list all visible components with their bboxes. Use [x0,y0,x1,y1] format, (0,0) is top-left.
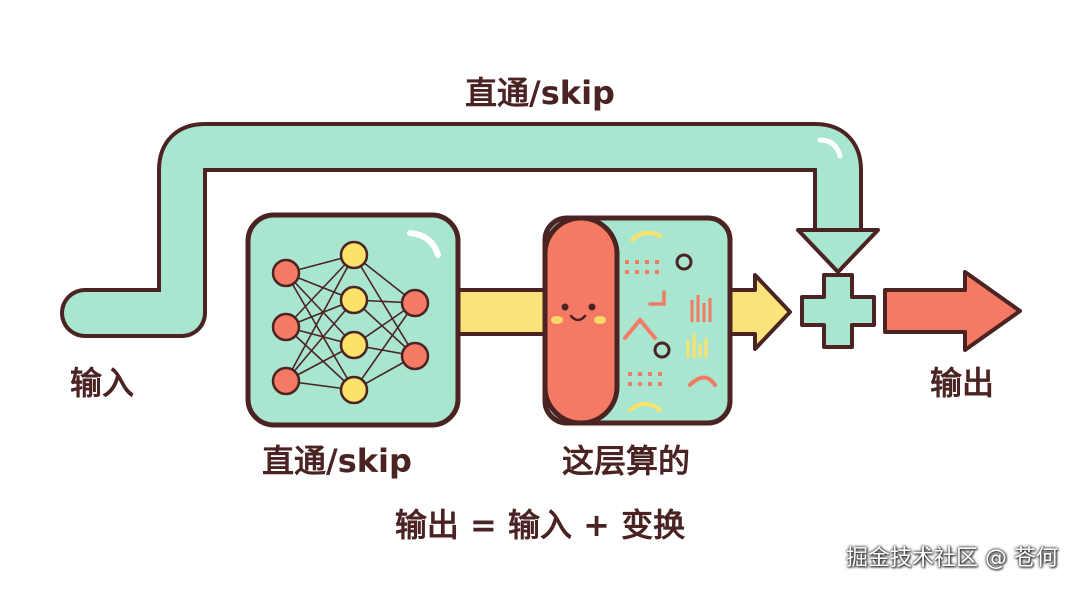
texture-dot [625,270,629,274]
texture-arc [688,375,717,387]
texture-dot [638,372,642,376]
output-arrow [883,270,1022,352]
face-cheek-left [551,316,563,324]
skip-arrow [60,122,880,338]
texture-dot [655,270,659,274]
texture-dot [638,382,642,386]
formula-label: 输出 = 输入 + 变换 [394,506,686,544]
nn-node [339,330,369,360]
nn-box-label: 直通/skip [262,442,412,480]
nn-node [271,312,301,342]
layer-box-label: 这层算的 [562,442,691,480]
nn-node [271,258,301,288]
nn-node [339,285,369,315]
texture-dot [648,372,652,376]
nn-node [339,240,369,270]
texture-arc [628,402,662,412]
texture-dot [625,260,629,264]
texture-dot [658,372,662,376]
texture-zigzag [623,316,657,340]
input-label: 输入 [70,364,135,402]
texture-zigzag [648,290,666,306]
nn-edge [353,254,416,357]
nn-edge [285,272,355,391]
skip-label-top: 直通/skip [465,74,615,112]
texture-dot [635,260,639,264]
face-cheek-right [594,316,606,324]
face-smile [569,314,587,322]
plus-icon [800,273,876,349]
texture-dot [658,382,662,386]
nn-node [400,341,430,371]
nn-edge [285,254,355,328]
face-eye-right [588,303,596,311]
texture-arc [630,230,662,242]
neural-network-icon [245,212,461,428]
nn-edge [285,326,355,391]
texture-dot [628,372,632,376]
nn-node [271,366,301,396]
watermark: 掘金技术社区 @ 苍何 [846,546,1058,571]
nn-edge [285,272,355,346]
transform-block-icon [542,215,733,426]
texture-dot [645,260,649,264]
texture-ring [675,253,693,271]
texture-ring [653,341,671,359]
texture-dot [648,382,652,386]
output-label: 输出 [930,364,995,402]
nn-edge [353,302,416,391]
texture-dot [655,260,659,264]
face-eye-left [561,303,569,311]
nn-edge [285,254,355,382]
texture-dot [645,270,649,274]
nn-node [339,375,369,405]
nn-edge [285,299,355,382]
texture-dot [628,382,632,386]
nn-node [400,288,430,318]
texture-dot [635,270,639,274]
